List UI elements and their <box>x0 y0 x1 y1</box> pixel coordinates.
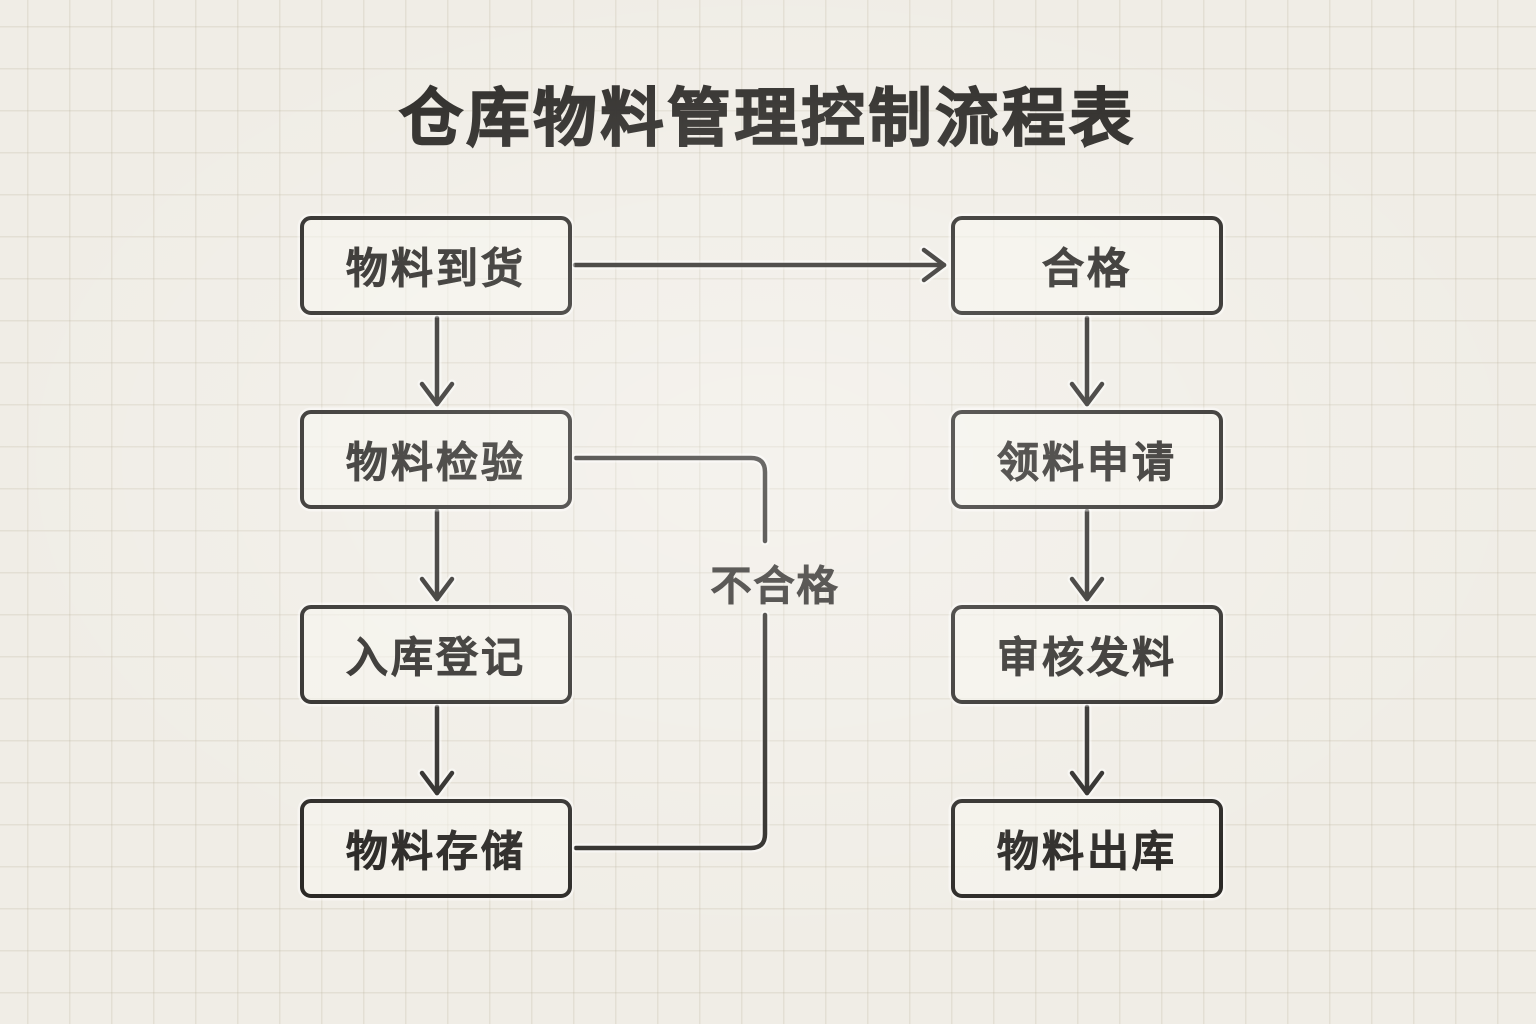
node-qualified: 合格 <box>951 216 1223 315</box>
node-material-outbound: 物料出库 <box>951 799 1223 898</box>
node-label: 审核发料 <box>996 634 1177 682</box>
page-title: 仓库物料管理控制流程表 <box>399 83 1137 155</box>
node-warehouse-registration: 入库登记 <box>300 605 572 704</box>
node-material-inspection: 物料检验 <box>300 410 572 509</box>
node-material-storage: 物料存储 <box>300 799 572 898</box>
edge-label-unqualified: 不合格 <box>710 563 840 610</box>
node-review-issue: 审核发料 <box>951 605 1223 704</box>
node-label: 物料检验 <box>345 439 526 487</box>
node-label: 物料出库 <box>996 828 1177 876</box>
node-material-arrival: 物料到货 <box>300 216 572 315</box>
node-label: 入库登记 <box>345 634 526 682</box>
node-label: 物料存储 <box>345 828 526 876</box>
connector-halo <box>422 250 1102 848</box>
node-requisition-request: 领料申请 <box>951 410 1223 509</box>
node-label: 物料到货 <box>345 245 526 293</box>
node-label: 合格 <box>1041 245 1132 293</box>
node-label: 领料申请 <box>996 439 1177 487</box>
